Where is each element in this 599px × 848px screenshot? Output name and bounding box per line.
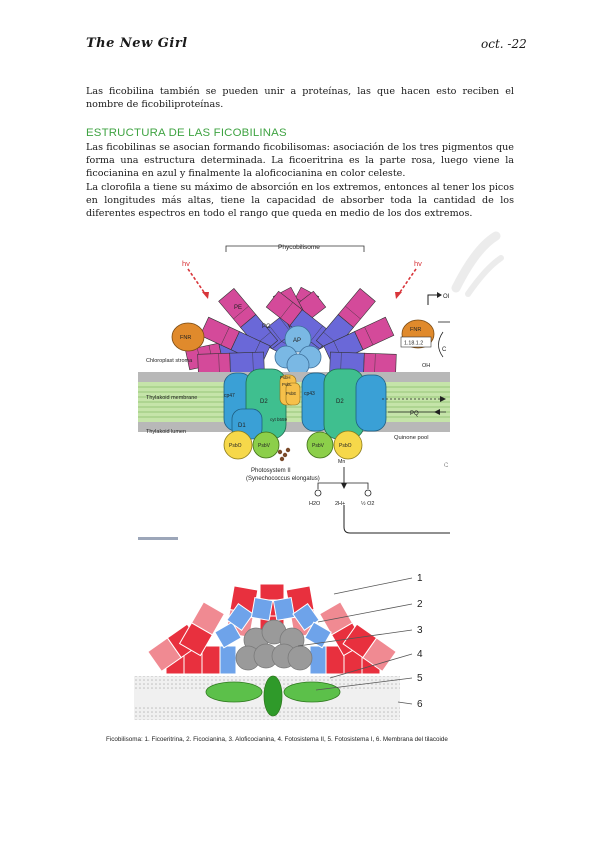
aloficocianina-core xyxy=(235,619,313,671)
label-quinone-pool: Quinone pool xyxy=(394,435,429,441)
label-d1: D1 xyxy=(238,423,246,429)
label-d2-left: D2 xyxy=(260,399,268,405)
label-pe: PE xyxy=(234,305,242,311)
label-psbh: PsbH xyxy=(280,375,291,380)
label-half-o2: ½ O2 xyxy=(361,500,374,507)
label-d2-right: D2 xyxy=(336,399,344,405)
ficocianina-ring xyxy=(214,597,332,675)
document-title: The New Girl xyxy=(86,36,188,51)
label-h2o: H2O xyxy=(309,501,321,507)
label-psbv-right: PsbV xyxy=(312,443,325,449)
phycobilisome-left-rods xyxy=(185,286,327,375)
label-psbe: PsbE xyxy=(286,391,296,396)
photosystem-ii-complex xyxy=(223,368,387,440)
figure2-number-2: 2 xyxy=(417,599,423,610)
figure2-number-4: 4 xyxy=(417,649,423,660)
intro-paragraph: Las ficobilina también se pueden unir a … xyxy=(86,86,514,111)
document-date: oct. -22 xyxy=(481,37,527,51)
label-photosystem: Photosystem II xyxy=(251,468,291,474)
label-hv-left: hv xyxy=(182,259,190,268)
allophycocyanin-core xyxy=(274,325,322,377)
label-psbv-left: PsbV xyxy=(258,443,271,449)
figure2-number-6: 6 xyxy=(417,699,423,710)
label-fnr-right: FNR xyxy=(410,327,421,333)
label-thylakoid-lumen: Thylakoid lumen xyxy=(146,429,186,435)
label-thylakoid-membrane: Thylakoid membrane xyxy=(146,395,197,401)
label-organism: (Synechococcus elongatus) xyxy=(246,476,320,482)
label-fnr-left: FNR xyxy=(180,335,191,341)
label-2h: 2H+ xyxy=(335,501,345,507)
figure2-number-1: 1 xyxy=(417,573,423,584)
label-mn: Mn xyxy=(338,459,345,465)
label-phycobilisome: Phycobilisome xyxy=(278,244,320,251)
section-heading: ESTRUCTURA DE LAS FICOBILINAS xyxy=(86,127,287,139)
label-ap: AP xyxy=(293,338,301,344)
label-pc: PC xyxy=(262,324,271,330)
figure2-number-5: 5 xyxy=(417,673,423,684)
ficobilisoma-diagram: 1 2 3 4 5 6 xyxy=(134,573,423,720)
paragraph-1: Las ficobilinas se asocian formando fico… xyxy=(86,142,514,180)
label-psbo-right: PsbO xyxy=(339,443,352,449)
phycobilisome-diagram: Phycobilisome hv hv xyxy=(138,244,450,540)
label-cp43: cp43 xyxy=(304,391,315,397)
fotosistemas xyxy=(205,675,341,717)
label-c1: C xyxy=(442,347,447,353)
label-cyt-b559: cyt b559 xyxy=(270,417,288,422)
label-oi: OI xyxy=(443,294,450,300)
figure2-number-3: 3 xyxy=(417,625,423,636)
label-enzyme-code: 1.18.1.2 xyxy=(404,341,423,347)
figure2-caption: Ficobilisoma: 1. Ficoeritrina, 2. Ficoci… xyxy=(106,736,448,743)
label-pq: PQ xyxy=(410,411,419,417)
label-cp47: cp47 xyxy=(224,393,235,399)
label-chloroplast-stroma: Chloroplast stroma xyxy=(146,358,193,364)
label-oh: OH xyxy=(422,363,430,369)
label-psbl: PsbL xyxy=(282,382,292,387)
label-c3: C xyxy=(442,463,447,469)
label-c2: C xyxy=(444,463,449,469)
paragraph-2: La clorofila a tiene su máximo de absorc… xyxy=(86,182,514,220)
label-psbo-left: PsbO xyxy=(229,443,242,449)
lumen-proteins xyxy=(223,430,363,460)
label-hv-right: hv xyxy=(414,259,422,268)
watermark-mark xyxy=(451,231,504,297)
